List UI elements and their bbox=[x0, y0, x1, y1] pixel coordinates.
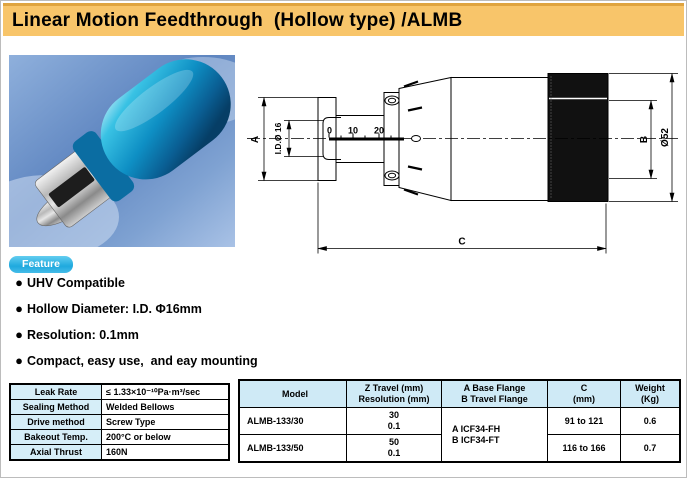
weight-value: 0.7 bbox=[620, 434, 681, 463]
spec-label: Leak Rate bbox=[9, 383, 102, 400]
body-outline bbox=[450, 77, 549, 201]
table-row: Sealing Method Welded Bellows bbox=[9, 399, 230, 415]
feature-item: ● Hollow Diameter: I.D. Φ16mm bbox=[11, 301, 331, 327]
spec-value: ≤ 1.33×10⁻¹⁰Pa·m³/sec bbox=[101, 383, 230, 400]
header-line: C bbox=[580, 383, 588, 393]
header-line: Weight bbox=[635, 383, 665, 393]
bolt-hole-top bbox=[384, 95, 400, 106]
header-line: A Base Flange bbox=[463, 383, 526, 393]
flange-b: B ICF34-FT bbox=[452, 434, 500, 445]
col-header-c: C (mm) bbox=[547, 379, 621, 408]
model-name: ALMB-133/50 bbox=[238, 434, 347, 463]
weight-value: 0.6 bbox=[620, 407, 681, 435]
table-row: Drive method Screw Type bbox=[9, 414, 230, 430]
resolution-value: 0.1 bbox=[387, 448, 401, 458]
flange-cell: A ICF34-FH B ICF34-FT bbox=[441, 407, 548, 463]
device-highlight bbox=[114, 69, 194, 132]
ztravel-value: 30 bbox=[388, 410, 399, 420]
bullet-icon: ● bbox=[15, 275, 23, 290]
feature-text: Resolution: 0.1mm bbox=[27, 328, 139, 342]
ztravel-cell: 30 0.1 bbox=[346, 407, 442, 435]
bolt-hole-bottom bbox=[384, 170, 400, 181]
header-line: (Kg) bbox=[641, 394, 659, 404]
feature-text: Hollow Diameter: I.D. Φ16mm bbox=[27, 302, 202, 316]
table-row: Leak Rate ≤ 1.33×10⁻¹⁰Pa·m³/sec bbox=[9, 383, 230, 400]
set-screw-top bbox=[407, 106, 423, 112]
device-slot bbox=[48, 167, 95, 207]
table-row: ALMB-133/50 50 0.1 116 to 166 0.7 bbox=[238, 434, 681, 463]
scale-ticks bbox=[328, 133, 392, 138]
dim-label-A: A bbox=[250, 136, 261, 143]
c-value: 116 to 166 bbox=[547, 434, 621, 463]
technical-drawing-svg: 0 10 20 A I.D.Ø 16 B Ø52 C bbox=[247, 72, 681, 254]
spec-label: Drive method bbox=[9, 414, 102, 430]
dim-label-B: B bbox=[639, 136, 650, 143]
feature-badge: Feature bbox=[9, 256, 73, 273]
table-header-row: Model Z Travel (mm) Resolution (mm) A Ba… bbox=[238, 379, 681, 408]
spec-label: Bakeout Temp. bbox=[9, 429, 102, 445]
spec-value: 160N bbox=[101, 444, 230, 461]
ztravel-value: 50 bbox=[388, 437, 399, 447]
feature-text: Compact, easy use, and eay mounting bbox=[27, 354, 258, 368]
feature-item: ● Compact, easy use, and eay mounting bbox=[11, 353, 331, 379]
spec-value: Welded Bellows bbox=[101, 399, 230, 415]
scale-label-20: 20 bbox=[374, 126, 384, 136]
product-photo bbox=[1, 55, 261, 259]
c-value: 91 to 121 bbox=[547, 407, 621, 435]
table-row: Axial Thrust 160N bbox=[9, 444, 230, 461]
device-body bbox=[100, 59, 231, 180]
table-row: Bakeout Temp. 200°C or below bbox=[9, 429, 230, 445]
knurled-knob bbox=[547, 73, 609, 202]
spec-value: Screw Type bbox=[101, 414, 230, 430]
bolt-hole-bottom-inner bbox=[387, 172, 397, 179]
scale-label-0: 0 bbox=[327, 126, 332, 136]
bolt-hole-top-inner bbox=[387, 97, 397, 104]
rod-tip bbox=[411, 135, 421, 142]
bullet-icon: ● bbox=[15, 327, 23, 342]
device bbox=[34, 59, 231, 228]
set-screw-bottom bbox=[407, 165, 423, 171]
col-header-weight: Weight (Kg) bbox=[620, 379, 681, 408]
header-line: B Travel Flange bbox=[461, 394, 528, 404]
model-table: Model Z Travel (mm) Resolution (mm) A Ba… bbox=[238, 379, 681, 463]
header-line: (mm) bbox=[573, 394, 595, 404]
model-name: ALMB-133/30 bbox=[238, 407, 347, 435]
col-header-model: Model bbox=[238, 379, 347, 408]
cone-outline bbox=[398, 76, 452, 202]
feature-list: ● UHV Compatible ● Hollow Diameter: I.D.… bbox=[11, 275, 331, 379]
feature-text: UHV Compatible bbox=[27, 276, 125, 290]
spec-table: Leak Rate ≤ 1.33×10⁻¹⁰Pa·m³/sec Sealing … bbox=[9, 383, 230, 461]
feature-item: ● UHV Compatible bbox=[11, 275, 331, 301]
title-bar: Linear Motion Feedthrough (Hollow type) … bbox=[3, 3, 684, 36]
ztravel-cell: 50 0.1 bbox=[346, 434, 442, 463]
device-ring bbox=[72, 131, 135, 202]
bullet-icon: ● bbox=[15, 353, 23, 368]
spec-label: Sealing Method bbox=[9, 399, 102, 415]
spec-label: Axial Thrust bbox=[9, 444, 102, 461]
header-line: Resolution (mm) bbox=[358, 394, 430, 404]
col-header-ztravel: Z Travel (mm) Resolution (mm) bbox=[346, 379, 442, 408]
col-header-flange: A Base Flange B Travel Flange bbox=[441, 379, 548, 408]
spec-value: 200°C or below bbox=[101, 429, 230, 445]
header-line: Z Travel (mm) bbox=[364, 383, 424, 393]
scale-label-10: 10 bbox=[348, 126, 358, 136]
feature-item: ● Resolution: 0.1mm bbox=[11, 327, 331, 353]
resolution-value: 0.1 bbox=[387, 421, 401, 431]
dim-label-ID: I.D.Ø 16 bbox=[273, 122, 283, 154]
page-title: Linear Motion Feedthrough (Hollow type) … bbox=[12, 10, 463, 31]
technical-drawing: 0 10 20 A I.D.Ø 16 B Ø52 C bbox=[241, 54, 686, 262]
table-row: ALMB-133/30 30 0.1 A ICF34-FH B ICF34-FT… bbox=[238, 407, 681, 463]
bullet-icon: ● bbox=[15, 301, 23, 316]
dim-label-C: C bbox=[458, 237, 465, 248]
product-photo-image bbox=[1, 55, 261, 259]
flange-a: A ICF34-FH bbox=[452, 423, 501, 434]
cone-chamfer-top bbox=[403, 80, 419, 88]
dim-label-d52: Ø52 bbox=[660, 128, 671, 147]
cone-chamfer-bottom bbox=[403, 188, 419, 196]
